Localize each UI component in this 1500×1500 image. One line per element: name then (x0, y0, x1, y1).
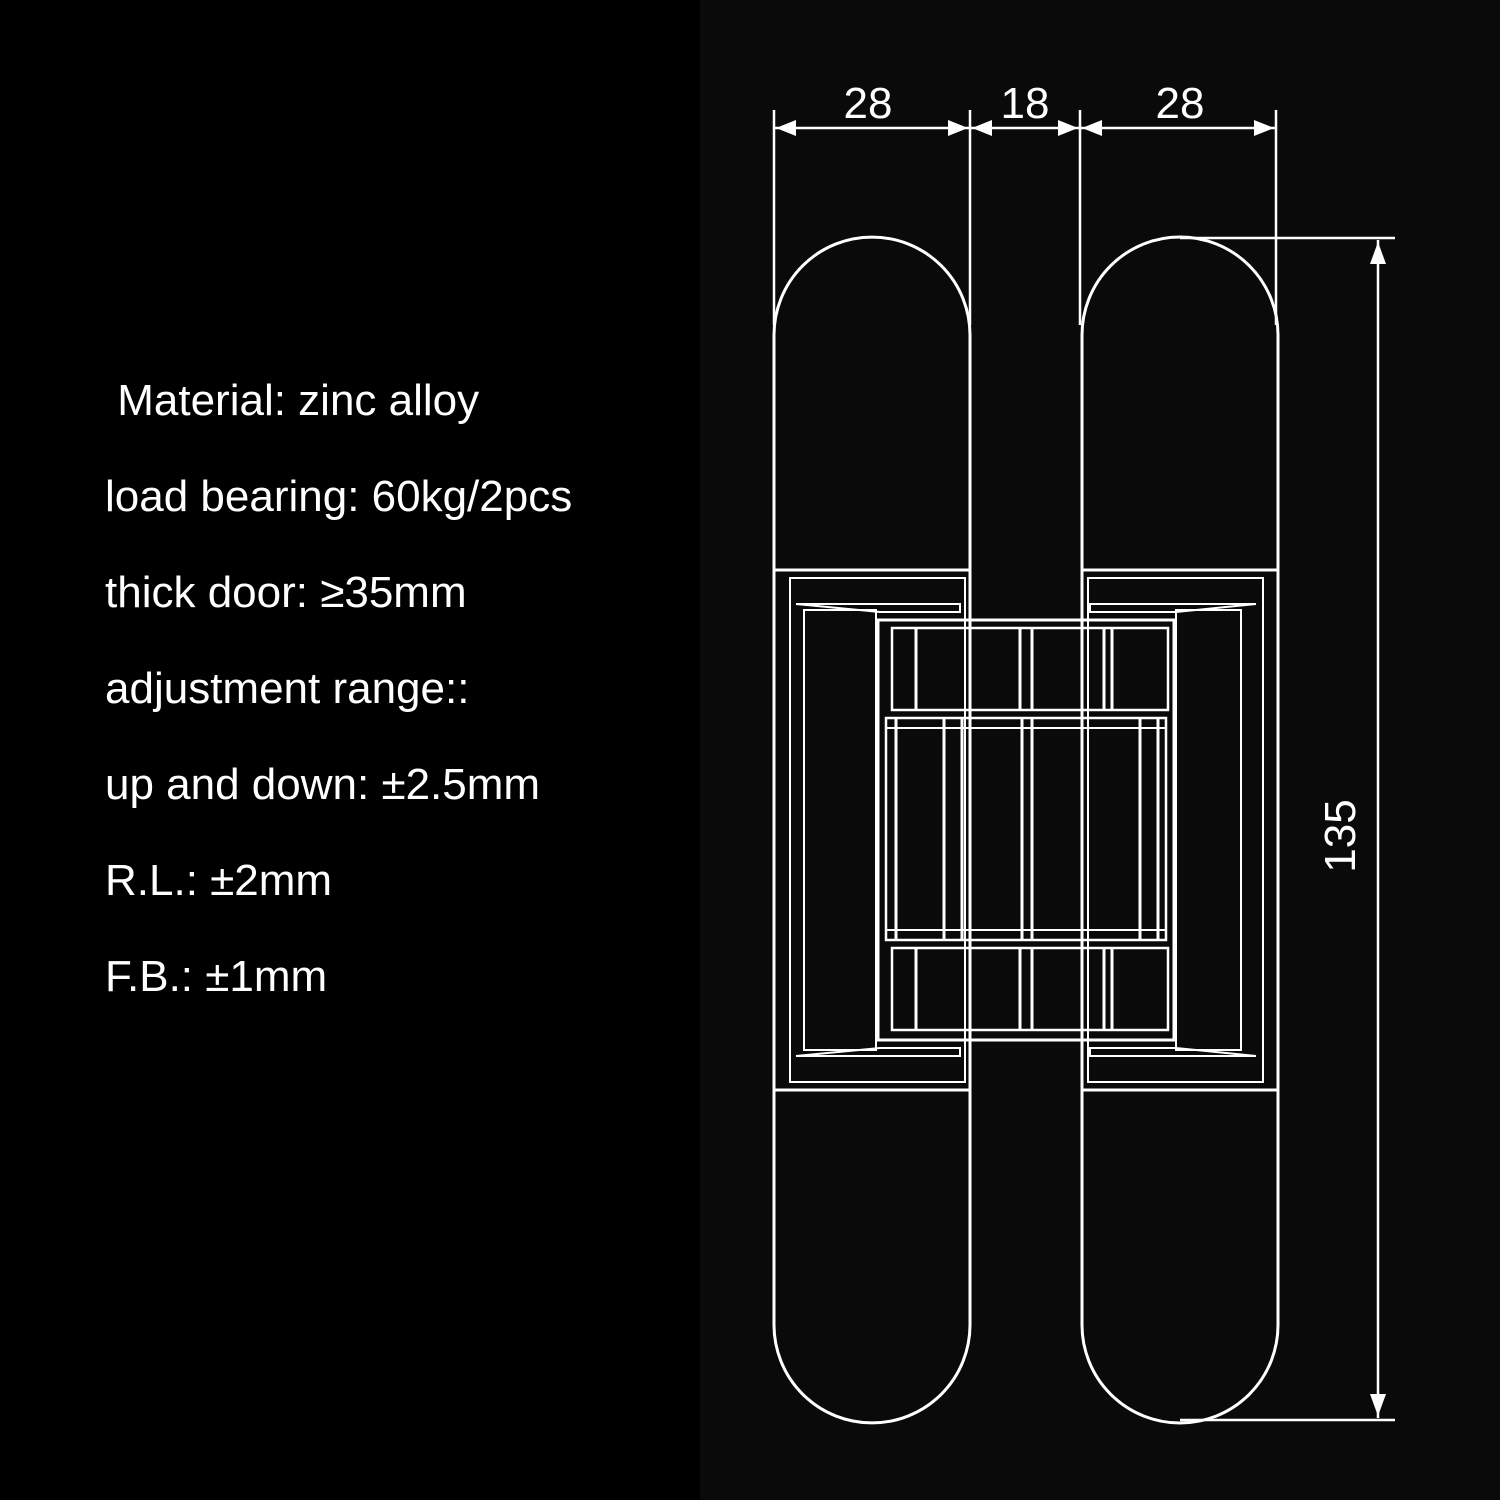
middle-width-label: 18 (1001, 79, 1050, 128)
right-leaf-top-cap (1080, 235, 1280, 570)
width-dimensions (772, 110, 1278, 325)
left-leaf (772, 235, 972, 1425)
arrow-icon (1082, 120, 1102, 136)
arrow-icon (776, 120, 796, 136)
arrow-icon (1370, 1394, 1386, 1416)
left-leaf-inner-frame (789, 577, 966, 1083)
left-leaf-body (772, 568, 972, 1092)
right-leaf-recess (1175, 609, 1242, 1051)
right-leaf-inner-frame (1087, 577, 1264, 1083)
arrow-icon (1254, 120, 1274, 136)
right-leaf-body (1080, 568, 1280, 1092)
left-leaf-recess (803, 609, 877, 1051)
bottom-block-row (890, 946, 1170, 1032)
hinge-mechanism (795, 603, 1257, 1057)
left-leaf-bottom-cap (772, 1090, 972, 1425)
mount-plate (795, 1047, 961, 1057)
spec-rl: R.L.: ±2mm (105, 856, 333, 905)
left-leaf-top-cap (772, 235, 972, 570)
arrow-icon (1058, 120, 1078, 136)
arrow-icon (1370, 242, 1386, 264)
arrow-icon (948, 120, 968, 136)
top-block-row (890, 626, 1170, 712)
spec-up-down: up and down: ±2.5mm (105, 760, 541, 809)
spec-adjustment-heading: adjustment range:: (105, 664, 470, 713)
spec-material: Material: zinc alloy (105, 376, 480, 425)
right-width-label: 28 (1156, 79, 1205, 128)
drawing-background (700, 0, 1500, 1500)
spec-fb: F.B.: ±1mm (105, 952, 328, 1001)
arrow-icon (972, 120, 992, 136)
spec-door-thickness: thick door: ≥35mm (105, 568, 467, 617)
mechanism-housing (876, 618, 1176, 1042)
right-leaf (1080, 235, 1280, 1425)
mount-plate (1089, 1047, 1257, 1057)
mount-plate (1089, 603, 1257, 613)
spec-list: Material: zinc alloy load bearing: 60kg/… (0, 0, 700, 1500)
height-label: 135 (1316, 799, 1365, 872)
right-leaf-bottom-cap (1080, 1090, 1280, 1425)
left-width-label: 28 (844, 79, 893, 128)
middle-section (884, 716, 1168, 942)
mount-plate (795, 603, 961, 613)
spec-load-bearing: load bearing: 60kg/2pcs (105, 472, 573, 521)
height-dimension (1180, 236, 1395, 1422)
